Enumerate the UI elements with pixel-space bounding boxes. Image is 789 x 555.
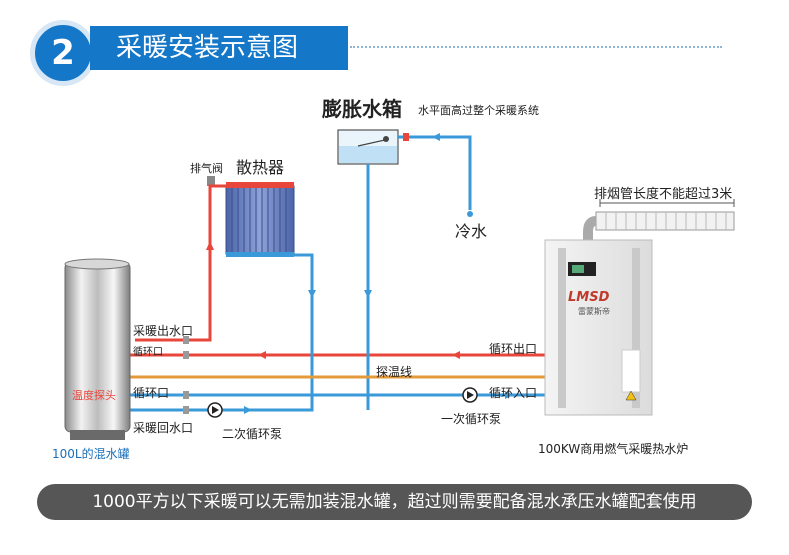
red-valve-icon <box>403 133 409 141</box>
heating-outlet-label: 采暖出水口 <box>133 324 194 338</box>
flue-pipe <box>583 199 735 244</box>
hot-supply-pipes <box>130 184 545 359</box>
mixing-tank <box>64 258 131 440</box>
pipe-valve-icons <box>183 336 189 414</box>
page-title: 采暖安装示意图 <box>90 26 348 70</box>
section-number-badge: 2 <box>30 20 96 86</box>
secondary-pump-label: 二次循环泵 <box>222 427 283 441</box>
tank-circulation-port-label: 循环口 <box>133 347 163 358</box>
circulation-inlet-label: 循环入口 <box>489 386 538 400</box>
exhaust-valve-label: 排气阀 <box>190 162 223 175</box>
temp-sensor-line-label: 探温线 <box>376 365 413 379</box>
tank-circulation-port-label-2: 循环口 <box>133 386 170 400</box>
flue-note-label: 排烟管长度不能超过3米 <box>594 187 733 202</box>
radiator-label: 散热器 <box>236 158 285 177</box>
heating-return-label: 采暖回水口 <box>133 421 194 435</box>
brand-subtitle: 雷蒙斯帝 <box>578 307 610 316</box>
expansion-tank-label: 膨胀水箱 <box>322 97 402 121</box>
cold-water-pipe <box>398 133 473 217</box>
temp-probe-label: 温度探头 <box>72 389 116 402</box>
footer-note: 1000平方以下采暖可以无需加装混水罐，超过则需要配备混水承压水罐配套使用 <box>37 484 752 520</box>
exhaust-valve-icon <box>207 176 215 186</box>
radiator <box>225 182 295 257</box>
primary-pump-icon <box>462 387 478 403</box>
secondary-pump-icon <box>207 402 223 418</box>
boiler-label: 100KW商用燃气采暖热水炉 <box>538 442 689 456</box>
primary-pump-label: 一次循环泵 <box>441 412 502 426</box>
circulation-outlet-label: 循环出口 <box>489 342 538 356</box>
brand-logo: LMSD <box>568 290 610 305</box>
title-divider <box>350 46 722 48</box>
expansion-tank <box>337 129 399 165</box>
mixing-tank-label: 100L的混水罐 <box>52 447 130 461</box>
gas-boiler <box>544 239 653 416</box>
expansion-tank-note: 水平面高过整个采暖系统 <box>418 104 539 117</box>
cold-water-label: 冷水 <box>455 222 488 241</box>
